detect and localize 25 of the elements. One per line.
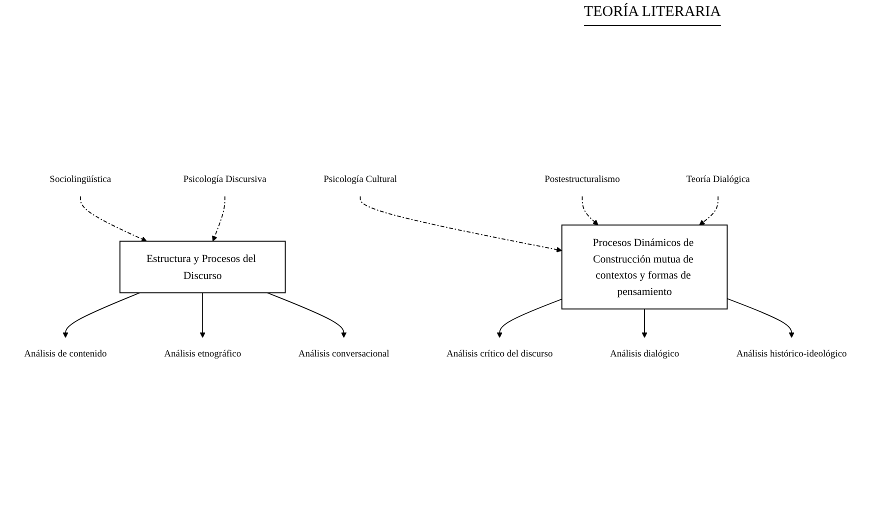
arrow bbox=[62, 292, 140, 338]
node-text: Análisis crítico del discurso bbox=[446, 349, 553, 360]
arrow bbox=[496, 298, 562, 338]
arrow bbox=[582, 196, 598, 226]
node-text: Análisis dialógico bbox=[610, 349, 680, 360]
node-text: Análisis de contenido bbox=[24, 349, 107, 360]
arrow bbox=[726, 298, 794, 338]
arrow bbox=[80, 196, 147, 242]
node-box: Procesos Dinámicos de Construcción mutua de contextos y formas de pensamiento bbox=[561, 224, 728, 310]
node-text: Análisis conversacional bbox=[298, 349, 390, 360]
arrow bbox=[212, 196, 226, 242]
node-text: Psicología Discursiva bbox=[183, 174, 266, 185]
node-text: Psicología Cultural bbox=[324, 174, 397, 185]
node-text: Teoría Dialógica bbox=[686, 174, 750, 185]
arrow bbox=[360, 196, 562, 252]
node-text: Análisis etnográfico bbox=[164, 349, 242, 360]
arrow bbox=[642, 308, 648, 338]
node-text: Sociolingüística bbox=[50, 174, 112, 185]
arrow bbox=[699, 196, 719, 226]
node-text: Postestructuralismo bbox=[544, 174, 620, 185]
arrow bbox=[266, 292, 347, 338]
node-text: Análisis histórico-ideológico bbox=[736, 349, 847, 360]
arrow bbox=[200, 292, 206, 338]
node-box: Estructura y Procesos del Discurso bbox=[119, 240, 286, 294]
group-heading: TEORÍA LITERARIA bbox=[584, 4, 721, 26]
